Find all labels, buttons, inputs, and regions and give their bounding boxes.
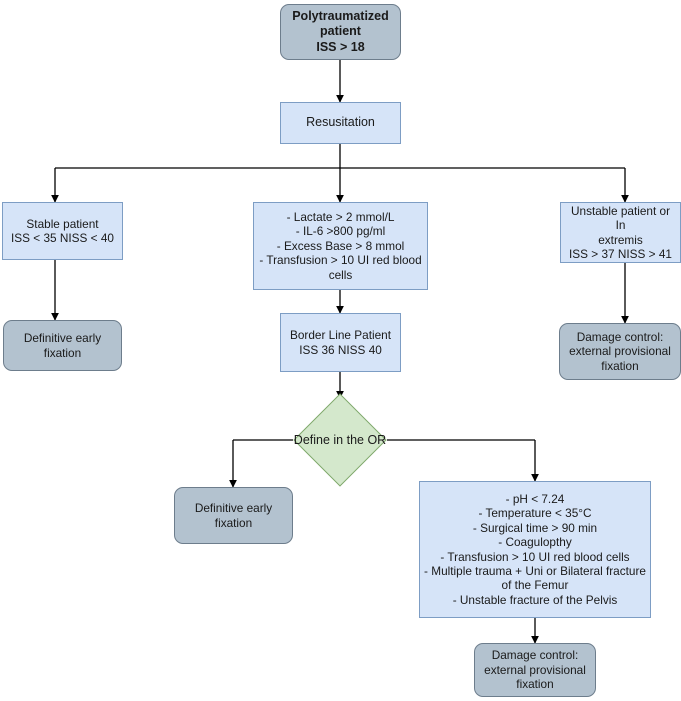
node-damage-control-bottom[interactable]: Damage control: external provisional fix… bbox=[474, 643, 596, 697]
node-criteria-center[interactable]: - Lactate > 2 mmol/L - IL-6 >800 pg/ml -… bbox=[253, 202, 428, 290]
node-damage-control-right[interactable]: Damage control: external provisional fix… bbox=[559, 323, 681, 380]
node-border-line-patient[interactable]: Border Line Patient ISS 36 NISS 40 bbox=[280, 313, 401, 372]
node-define-in-the-or[interactable]: Define in the OR bbox=[293, 393, 387, 487]
node-polytraumatized-patient[interactable]: Polytraumatized patient ISS > 18 bbox=[280, 4, 401, 60]
node-resuscitation[interactable]: Resusitation bbox=[280, 102, 401, 144]
node-definitive-early-fixation-left[interactable]: Definitive early fixation bbox=[3, 320, 122, 371]
node-unstable-patient[interactable]: Unstable patient or In extremis ISS > 37… bbox=[560, 202, 681, 263]
node-criteria-bottom[interactable]: - pH < 7.24 - Temperature < 35°C - Surgi… bbox=[419, 481, 651, 618]
node-definitive-early-fixation-bottom[interactable]: Definitive early fixation bbox=[174, 487, 293, 544]
node-stable-patient[interactable]: Stable patient ISS < 35 NISS < 40 bbox=[2, 202, 123, 260]
diamond-label: Define in the OR bbox=[293, 433, 387, 447]
